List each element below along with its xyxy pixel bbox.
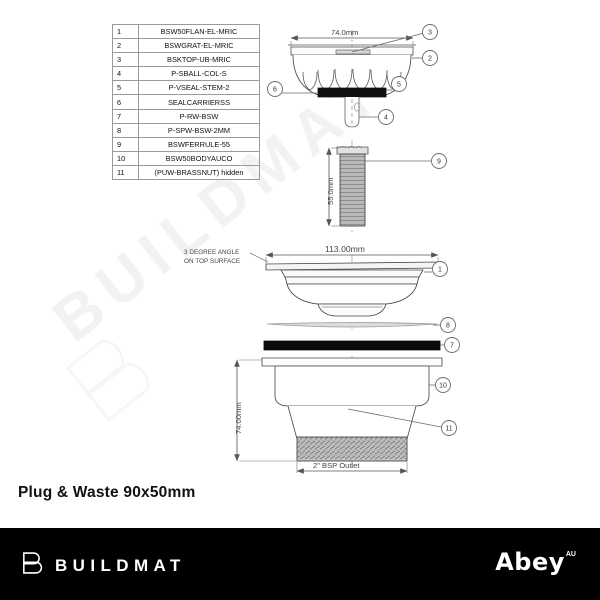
table-row: 2 BSWGRAT-EL-MRIC xyxy=(113,39,259,54)
callout-7: 7 xyxy=(450,343,454,350)
buildmat-wordmark: BUILDMAT xyxy=(55,555,186,575)
callout-2: 2 xyxy=(428,56,432,63)
callout-4: 4 xyxy=(384,115,388,122)
part-code: BSW50BODYAUCO xyxy=(165,153,233,163)
drawing-canvas: 3 2 5 6 4 9 1 8 7 10 11 xyxy=(234,24,460,474)
part-number: 5 xyxy=(113,81,139,95)
part-code: P-VSEAL-STEM-2 xyxy=(168,83,230,93)
part-code: (PUW-BRASSNUT) hidden xyxy=(154,167,244,177)
table-row: 4 P-SBALL-COL-S xyxy=(113,67,259,82)
part-code: P-SPW-BSW-2MM xyxy=(167,125,231,135)
table-row: 5 P-VSEAL-STEM-2 xyxy=(113,81,259,96)
note-angle-line2: ON TOP SURFACE xyxy=(184,258,241,265)
table-row: 6 SEALCARRIERSS xyxy=(113,95,259,110)
part-number: 6 xyxy=(113,95,139,109)
dimension-bsp-outlet: 2" BSP Outlet xyxy=(313,461,360,470)
callout-5: 5 xyxy=(397,82,401,89)
page-title: Plug & Waste 90x50mm xyxy=(18,484,196,501)
part-code: BSWFERRULE-55 xyxy=(167,139,230,149)
table-row: 9 BSWFERRULE-55 xyxy=(113,137,259,152)
callout-1: 1 xyxy=(438,267,442,274)
abey-logo[interactable]: Abey AU xyxy=(495,548,576,576)
dimension-strainer-width: 74.0mm xyxy=(331,28,359,37)
callout-9: 9 xyxy=(437,159,441,166)
part-number: 1 xyxy=(113,25,139,39)
dimension-body-height: 74.00mm xyxy=(234,402,243,434)
part-number: 7 xyxy=(113,109,139,123)
part-code: BSKTOP-UB-MRIC xyxy=(167,55,231,65)
part-number: 11 xyxy=(113,165,139,180)
parts-table: 1 BSW50FLAN-EL-MRIC 2 BSWGRAT-EL-MRIC 3 … xyxy=(112,24,260,181)
dimension-flange-width: 113.00mm xyxy=(325,244,365,254)
part-code: BSWGRAT-EL-MRIC xyxy=(164,41,234,51)
abey-wordmark: Abey xyxy=(495,548,565,576)
note-angle-line1: 3 DEGREE ANGLE xyxy=(184,249,240,256)
callout-11: 11 xyxy=(445,426,452,433)
callout-10: 10 xyxy=(439,383,447,390)
buildmat-logo[interactable]: BUILDMAT xyxy=(20,550,186,581)
table-row: 1 BSW50FLAN-EL-MRIC xyxy=(113,25,259,40)
callout-6: 6 xyxy=(273,87,277,94)
dimension-ferrule-length: 55.0mm xyxy=(326,177,335,205)
table-row: 10 BSW50BODYAUCO xyxy=(113,151,259,166)
footer-bar: BUILDMAT Abey AU xyxy=(0,528,600,600)
table-row: 3 BSKTOP-UB-MRIC xyxy=(113,53,259,68)
part-code: SEALCARRIERSS xyxy=(167,97,231,107)
table-row: 11 (PUW-BRASSNUT) hidden xyxy=(113,165,259,181)
callout-8: 8 xyxy=(446,323,450,330)
part-code: BSW50FLAN-EL-MRIC xyxy=(160,27,238,37)
buildmat-mark-icon xyxy=(20,550,46,581)
callout-3: 3 xyxy=(428,30,432,37)
part-number: 3 xyxy=(113,53,139,67)
part-code: P-RW-BSW xyxy=(179,111,219,121)
table-row: 7 P-RW-BSW xyxy=(113,109,259,124)
part-number: 8 xyxy=(113,123,139,137)
part-number: 9 xyxy=(113,137,139,151)
part-code: P-SBALL-COL-S xyxy=(171,69,227,79)
table-row: 8 P-SPW-BSW-2MM xyxy=(113,123,259,138)
part-number: 4 xyxy=(113,67,139,81)
abey-region-sup: AU xyxy=(565,551,576,558)
part-number: 10 xyxy=(113,151,139,165)
part-number: 2 xyxy=(113,39,139,53)
